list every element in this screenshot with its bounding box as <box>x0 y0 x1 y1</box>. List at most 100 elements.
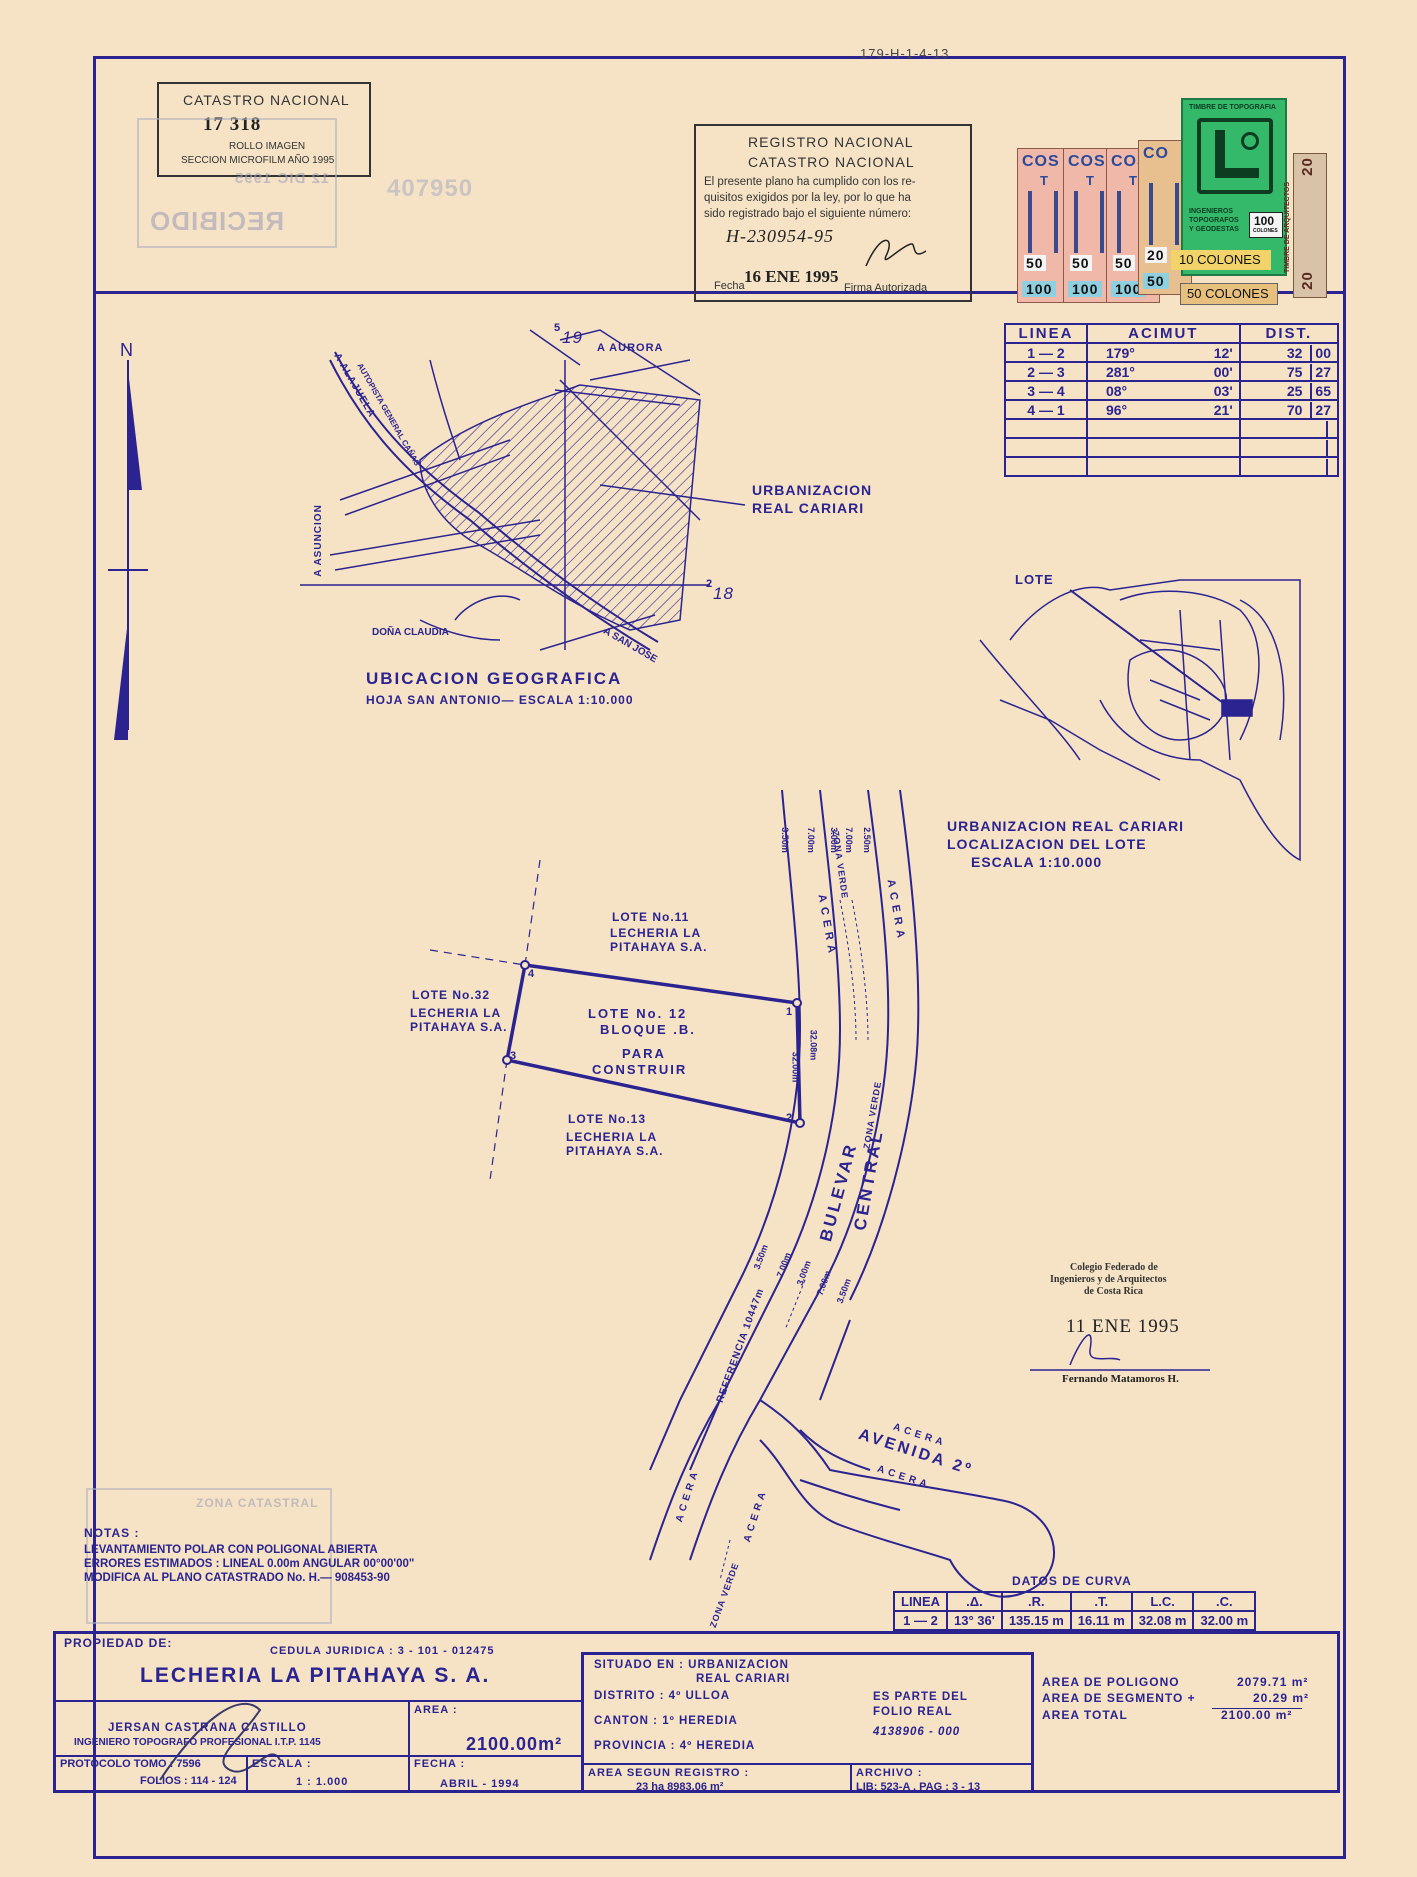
curva-cell: .C. <box>1192 1591 1257 1612</box>
colegio-name: Fernando Matamoros H. <box>1062 1373 1179 1385</box>
acimut-min: 00' <box>1213 363 1233 380</box>
notas-title: NOTAS : <box>84 1526 140 1540</box>
tb-v5 <box>850 1763 852 1793</box>
area-poligono-label: AREA DE POLIGONO <box>1042 1675 1180 1689</box>
vertex-1: 1 <box>786 1006 794 1018</box>
acimut-deg: 08° <box>1105 382 1128 399</box>
notas-line2: ERRORES ESTIMADOS : LINEAL 0.00m ANGULAR… <box>84 1558 415 1570</box>
curva-cell: 1 — 2 <box>893 1610 948 1631</box>
catastro-microfilm-box: CATASTRO NACIONAL 17 318 ROLLO IMAGEN SE… <box>157 82 371 177</box>
curva-cell: L.C. <box>1130 1591 1195 1612</box>
lote11-line2: LECHERIA LA <box>610 926 702 940</box>
acimut-dist-int: 75 <box>1286 363 1303 380</box>
green-stamp-header: TIMBRE DE TOPOGRAFIA <box>1189 104 1276 111</box>
fifty-colones-label: 50 COLONES <box>1187 286 1269 301</box>
acimut-linea: 3 — 4 <box>1004 380 1088 401</box>
curva-cell: 13° 36' <box>946 1610 1003 1631</box>
road-width-top: 7.00m <box>805 827 816 853</box>
acimut-min: 21' <box>1213 401 1233 418</box>
location-sketch <box>300 329 710 651</box>
curva-cell: .T. <box>1069 1591 1133 1612</box>
colegio-signature <box>1030 1334 1210 1371</box>
tax-stamp-top: CO <box>1143 145 1169 162</box>
acimut-linea: 4 — 1 <box>1004 399 1088 420</box>
registro-firma-label: Firma Autorizada <box>844 282 928 294</box>
tax-stamp-bottom: 100 <box>1022 281 1057 297</box>
north-arrow <box>108 360 148 740</box>
road-width-top: 3.00m <box>828 827 839 853</box>
acimut-value <box>1085 456 1241 477</box>
registro-text1: El presente plano ha cumplido con los re… <box>704 176 916 188</box>
coord-right-small: 2 <box>706 578 714 590</box>
acimut-min: 12' <box>1213 344 1233 361</box>
area-total-value: 2100.00 m² <box>1221 1708 1293 1722</box>
acimut-value <box>1085 437 1241 458</box>
vertex-3: 3 <box>510 1050 518 1062</box>
acimut-dist-dec: 27 <box>1310 363 1331 380</box>
fifty-colones-band: 50 COLONES <box>1180 283 1278 305</box>
catastro-title: CATASTRO NACIONAL <box>183 92 350 108</box>
tax-stamp-bottom: 50 <box>1143 273 1169 289</box>
coord-top: 19 <box>562 328 583 347</box>
acimut-value <box>1085 418 1241 439</box>
lote32-line3: PITAHAYA S.A. <box>410 1020 508 1034</box>
acimut-dist-dec <box>1326 420 1331 437</box>
zona-catastral-title: ZONA CATASTRAL <box>196 1496 319 1510</box>
dist-arc: 32.08m <box>808 1029 819 1061</box>
curva-cell: .Δ. <box>946 1591 1003 1612</box>
lote32-line2: LECHERIA LA <box>410 1006 502 1020</box>
tb-h4 <box>581 1763 1034 1765</box>
archivo-label: ARCHIVO : <box>856 1767 923 1779</box>
acimut-header: ACIMUT <box>1085 323 1241 344</box>
coord-top-small: 5 <box>554 322 562 334</box>
area-registro-value: 23 ha 8983.06 m² <box>636 1781 724 1793</box>
label-dona-claudia: DOÑA CLAUDIA <box>372 627 449 638</box>
engineer-signature <box>159 1702 281 1781</box>
faded-zona-catastral-stamp: ZONA CATASTRAL <box>86 1488 332 1624</box>
provincia: PROVINCIA : 4º HEREDIA <box>594 1740 756 1752</box>
coord-right: 18 <box>713 584 734 603</box>
label-aurora: A AURORA <box>597 342 664 354</box>
lote11-line1: LOTE No.11 <box>612 910 690 924</box>
notas-line3: MODIFICA AL PLANO CATASTRADO No. H.— 908… <box>84 1572 390 1584</box>
bulevar-central-roads <box>649 789 1055 1598</box>
tax-stamp-top: COS <box>1022 153 1060 170</box>
tax-stamp-bottom: 100 <box>1111 281 1146 297</box>
green-stamp-logo <box>1197 118 1273 194</box>
acimut-dist: 75 27 <box>1238 361 1340 382</box>
tb-h1 <box>53 1700 581 1702</box>
acimut-row <box>1004 456 1340 477</box>
dist-vertical: 32.00m <box>790 1051 801 1083</box>
colegio-date: 11 ENE 1995 <box>1066 1316 1180 1337</box>
escala-value: 1 : 1.000 <box>296 1776 349 1788</box>
area-segmento-value: 20.29 m² <box>1253 1691 1310 1705</box>
acimut-dist-dec <box>1326 458 1331 475</box>
label-asuncion: A ASUNCION <box>312 504 324 577</box>
tax-stamp-column <box>1028 191 1058 253</box>
acimut-linea: 2 — 3 <box>1004 361 1088 382</box>
tax-stamp-top: COS <box>1068 153 1106 170</box>
lote12-line2: BLOQUE .B. <box>600 1022 696 1037</box>
vertex-4: 4 <box>528 968 536 980</box>
tax-stamp-mid: T <box>1086 173 1095 188</box>
curva-cell: 16.11 m <box>1069 1610 1133 1631</box>
colegio-line3: de Costa Rica <box>1084 1286 1143 1297</box>
green-stamp-line2: TOPOGRAFOS <box>1189 217 1239 224</box>
road-width-top: 2.50m <box>861 827 872 853</box>
tb-v1 <box>581 1652 584 1793</box>
road-width-top: 3.50m <box>779 827 790 853</box>
faded-stamp-number: 407950 <box>387 175 474 202</box>
ubicacion-title: UBICACION GEOGRAFICA <box>366 669 623 688</box>
acimut-dist <box>1238 418 1340 439</box>
tax-stamp-value: 20 <box>1145 247 1167 263</box>
acimut-row <box>1004 418 1340 439</box>
acimut-value: 179°12' <box>1085 342 1241 363</box>
localizacion-title3: ESCALA 1:10.000 <box>971 854 1103 870</box>
green-stamp-label: 10 COLONES <box>1179 252 1261 267</box>
urbanizacion-line2: REAL CARIARI <box>752 500 865 516</box>
